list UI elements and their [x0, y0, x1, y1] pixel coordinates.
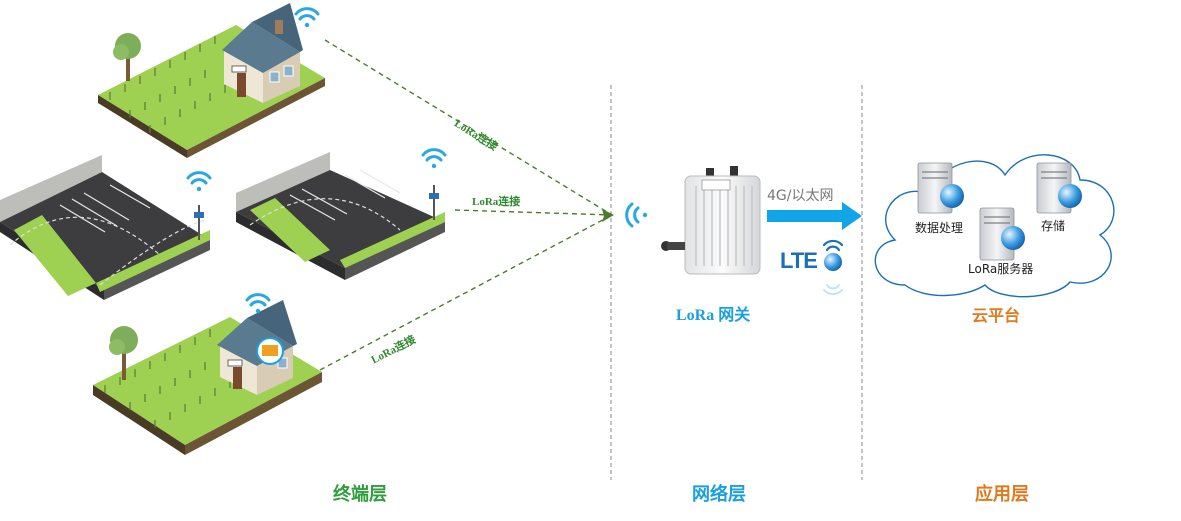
- wifi-icon: [245, 293, 271, 314]
- gateway-label: LoRa 网关: [676, 307, 751, 324]
- layer-title-application: 应用层: [975, 484, 1029, 505]
- wifi-icon: [421, 148, 447, 169]
- lora-link-house-top: [324, 39, 613, 216]
- server-label-storage: 存储: [1041, 219, 1066, 233]
- server-label-data-processing: 数据处理: [915, 221, 964, 235]
- globe-icon: [1001, 226, 1025, 250]
- lora-links: [319, 39, 613, 371]
- house-icon: [217, 300, 297, 395]
- layer-title-network: 网络层: [692, 484, 746, 505]
- lamp-post-icon: [194, 205, 204, 240]
- arrow-head-lora: [602, 209, 614, 222]
- globe-icon: [940, 184, 964, 208]
- lora-link-label-middle: LoRa连接: [472, 196, 521, 208]
- uplink-label: 4G/以太网: [767, 188, 834, 204]
- cloud-platform-title: 云平台: [972, 306, 1021, 325]
- arrow-right-icon: [767, 202, 862, 230]
- wifi-icon: [294, 7, 320, 28]
- lora-link-parking: [454, 209, 613, 216]
- globe-icon: [1058, 184, 1082, 208]
- house-plot-top: [98, 3, 325, 158]
- house-plot-bottom: [93, 293, 322, 455]
- parking-lot-left: [0, 155, 212, 300]
- lora-link-house-bottom: [319, 214, 613, 371]
- wifi-icon: [186, 171, 212, 192]
- lte-label: LTE: [780, 248, 818, 273]
- gateway-device-icon: [661, 166, 761, 275]
- parking-lot-right: [236, 148, 447, 280]
- wifi-icon: [822, 239, 844, 252]
- tree-icon: [113, 33, 141, 81]
- layer-title-terminal: 终端层: [333, 484, 387, 505]
- house-icon: [222, 3, 303, 103]
- tree-icon: [109, 326, 138, 380]
- lte-logo: [822, 239, 844, 296]
- wifi-icon: [625, 202, 648, 228]
- server-label-lora-server: LoRa服务器: [968, 262, 1034, 276]
- lamp-post-icon: [429, 185, 439, 220]
